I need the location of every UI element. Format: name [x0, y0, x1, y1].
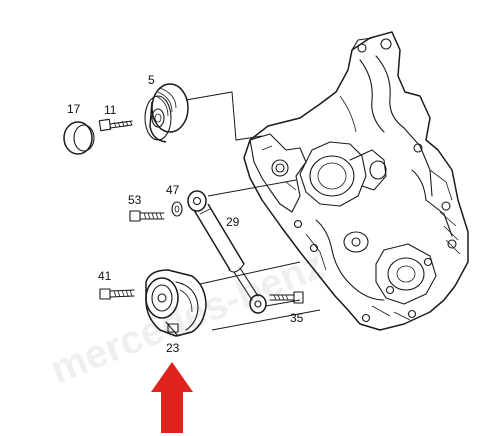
callout-17: 17: [67, 102, 81, 116]
red-pointer-arrow: [151, 362, 193, 433]
part-53-bolt: [129, 210, 165, 222]
callout-23: 23: [166, 341, 180, 355]
part-11-bolt: [98, 118, 133, 132]
callout-41: 41: [98, 269, 112, 283]
part-5-idler-pulley: [144, 83, 189, 143]
callout-29: 29: [226, 215, 240, 229]
part-47-washer: [171, 201, 183, 217]
engine-timing-cover: [243, 31, 469, 331]
part-29-damper: [187, 190, 267, 314]
callout-53: 53: [128, 193, 142, 207]
leader-lines: [185, 91, 321, 331]
callout-47: 47: [166, 183, 180, 197]
part-17-cap: [63, 121, 95, 155]
part-41-bolt: [99, 288, 135, 300]
callout-labels: 5 11 17 23 29 35 41 47 53: [67, 73, 304, 355]
part-23-belt-tensioner: [145, 269, 207, 337]
part-35-bolt: [269, 291, 304, 304]
callout-11: 11: [104, 103, 117, 117]
callout-5: 5: [148, 73, 155, 87]
callout-35: 35: [290, 311, 304, 325]
